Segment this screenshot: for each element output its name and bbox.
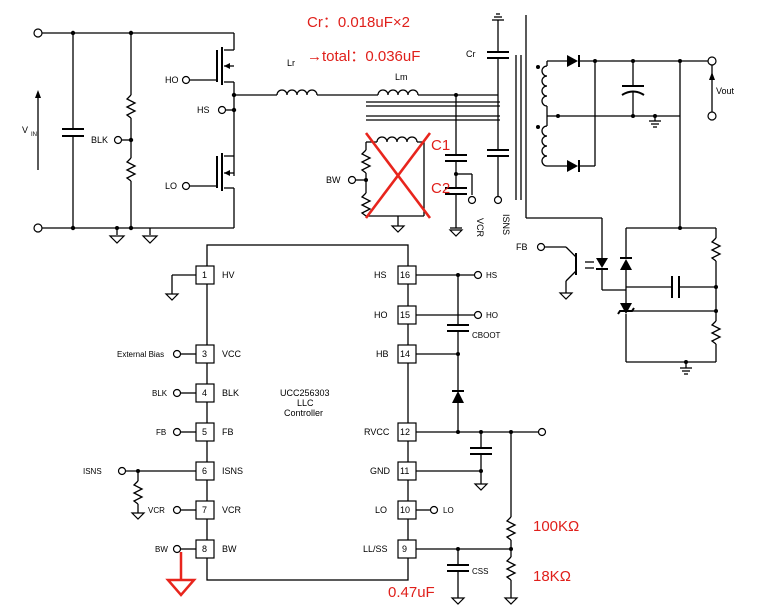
pin-7-number: 7 [202,505,207,515]
pin-4-number: 4 [202,388,207,398]
vin-minus-terminal [33,223,43,233]
pin-14-number: 14 [400,349,410,359]
pin-9-number: 9 [402,544,407,554]
cr-annotation-line2: →total：0.036uF [307,48,420,65]
pin-8-number: 8 [202,544,207,554]
external-bias-label: External Bias [117,350,164,359]
vout-label: Vout [716,86,735,96]
lo-ext-label: LO [443,506,454,515]
pin-7-name: VCR [222,505,242,515]
ic-left-pins: 1 HV 3 VCC External Bias 4 BLK BLK 5 FB … [83,265,243,597]
pin-6-number: 6 [202,466,207,476]
red-ground-symbol [165,578,197,597]
c2-annotation: C2 [431,180,450,197]
vin-label: V [22,125,28,135]
pin-16-name: HS [374,270,387,280]
pin-5-number: 5 [202,427,207,437]
ic-right-pins: 16 HS HS 15 HO HO CBOOT 14 HB 12 RVCC [363,265,547,605]
pin-15-name: HO [374,310,388,320]
pin-16-number: 16 [400,270,410,280]
ho-gate-label: HO [165,75,179,85]
lr-label: Lr [287,58,295,68]
r-upper-annotation: 100KΩ [533,518,579,535]
vcr-node-label: VCR [475,218,485,238]
blk-ext-label: BLK [152,389,168,398]
css-value-annotation: 0.47uF [388,584,435,601]
cr-annotation-line1: Cr：0.018uF×2 [307,14,410,31]
isns-ext-label: ISNS [83,467,102,476]
bw-node-label: BW [326,175,341,185]
pin-10-number: 10 [400,505,410,515]
pin-12-name: RVCC [364,427,390,437]
isns-node-label: ISNS [501,214,511,235]
pin-10-name: LO [375,505,387,515]
lm-label: Lm [395,72,408,82]
pin-1-number: 1 [202,270,207,280]
pin-4-name: BLK [222,388,239,398]
ho-ext-label: HO [486,311,498,320]
pin-14-name: HB [376,349,389,359]
hs-node-label: HS [197,105,210,115]
pin-11-name: GND [370,466,391,476]
cboot-label: CBOOT [472,331,501,340]
cr-label: Cr [466,49,476,59]
bw-ext-label: BW [155,545,168,554]
pin-15-number: 15 [400,310,410,320]
pin-5-name: FB [222,427,234,437]
red-cross-line-2 [364,132,432,219]
vin-plus-terminal [33,28,43,38]
pin-3-number: 3 [202,349,207,359]
hs-ext-label: HS [486,271,497,280]
fb-ext-label: FB [156,428,166,437]
pin-12-number: 12 [400,427,410,437]
pin-8-name: BW [222,544,237,554]
fb-node-label: FB [516,242,528,252]
vcr-ext-label: VCR [148,506,165,515]
pin-3-name: VCC [222,349,242,359]
controller-ic-body [206,244,409,581]
r-lower-annotation: 18KΩ [533,568,571,585]
vin-subscript: IN [31,132,37,138]
ic-name-line1: UCC256303 [280,388,330,398]
ic-name-line2: LLC [297,398,314,408]
c1-annotation: C1 [431,137,450,154]
pin-11-number: 11 [400,466,409,476]
blk-node-label: BLK [91,135,108,145]
lo-gate-label: LO [165,181,177,191]
pin-1-name: HV [222,270,235,280]
pin-6-name: ISNS [222,466,243,476]
ic-name-line3: Controller [284,408,323,418]
css-label: CSS [472,567,488,576]
pin-9-name: LL/SS [363,544,388,554]
